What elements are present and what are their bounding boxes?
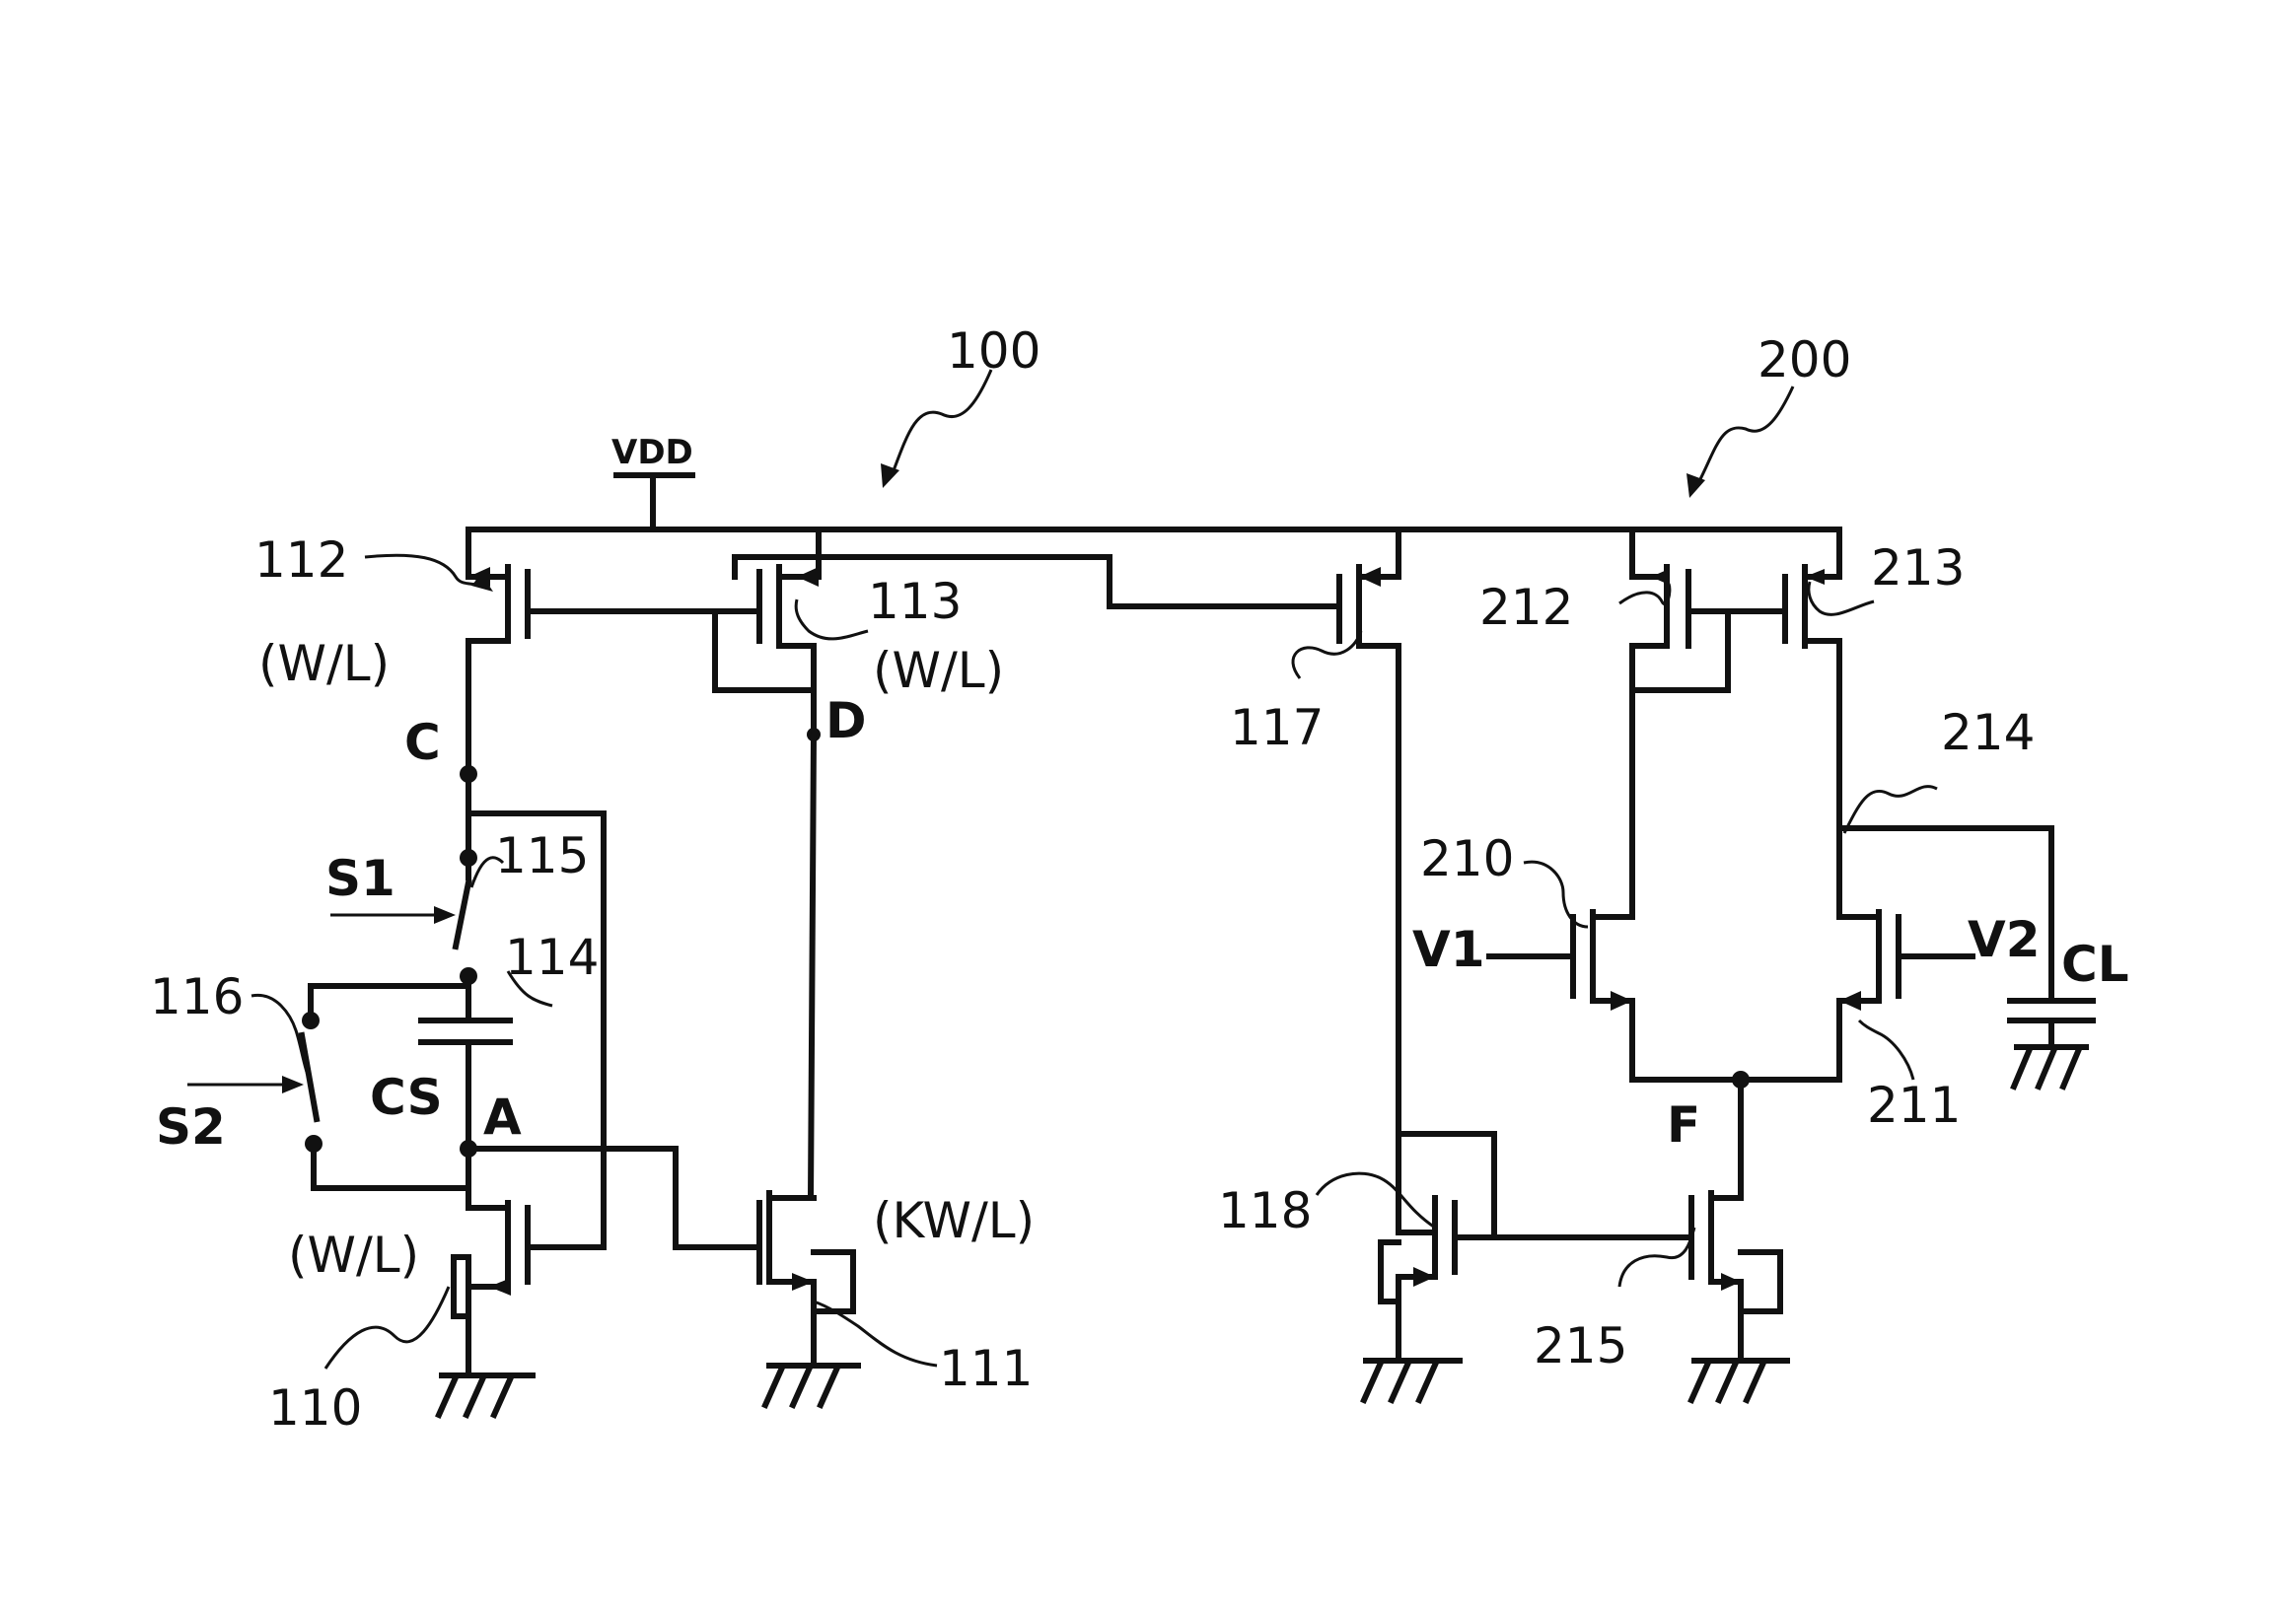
ref-115-label: 115 xyxy=(495,827,589,884)
vdd-label: VDD xyxy=(611,433,693,472)
ref-116-label: 116 xyxy=(150,968,244,1025)
node-a-label: A xyxy=(483,1089,522,1146)
ref-113-label: 113 xyxy=(868,573,962,630)
tail-node-f xyxy=(1632,1071,1839,1198)
ref-110-label: 110 xyxy=(268,1379,362,1437)
v1-label: V1 xyxy=(1412,921,1485,978)
wl-110-label: (W/L) xyxy=(288,1227,419,1284)
transistor-117 xyxy=(1110,529,1399,1134)
ref-112-label: 112 xyxy=(254,531,348,589)
ref-214-label: 214 xyxy=(1941,704,2035,761)
transistor-213 xyxy=(1785,529,1839,917)
capacitor-cl-label: CL xyxy=(2061,936,2129,993)
ref-100-label: 100 xyxy=(947,322,1040,380)
transistor-212 xyxy=(1632,529,1785,917)
ref-111-label: 111 xyxy=(939,1340,1033,1397)
transistor-215 xyxy=(1691,1193,1780,1361)
v2-label: V2 xyxy=(1968,911,2041,968)
capacitor-cs-label: CS xyxy=(370,1069,443,1126)
capacitor-cl xyxy=(2010,1001,2093,1087)
node-a xyxy=(460,1140,759,1247)
vdd-rail xyxy=(468,475,1839,529)
ref-114-label: 114 xyxy=(505,929,599,986)
transistor-112 xyxy=(468,529,730,774)
ref-211-label: 211 xyxy=(1867,1077,1961,1134)
transistor-211 xyxy=(1839,912,1973,1080)
ref-212-label: 212 xyxy=(1479,579,1573,636)
ground-215 xyxy=(1691,1361,1787,1400)
transistor-210 xyxy=(1489,912,1632,1080)
switch-s2-label: S2 xyxy=(156,1098,226,1156)
transistor-110 xyxy=(454,1203,604,1321)
node-d-label: D xyxy=(825,692,867,749)
transistor-111 xyxy=(759,1193,853,1366)
node-f-label: F xyxy=(1667,1096,1700,1154)
node-d-branch xyxy=(807,728,821,1198)
ref-117-label: 117 xyxy=(1230,699,1324,756)
ref-200-label: 200 xyxy=(1758,331,1851,388)
transistor-118 xyxy=(1381,1134,1691,1326)
ground-111 xyxy=(765,1366,858,1405)
ref-215-label: 215 xyxy=(1534,1317,1627,1374)
wl-113-label: (W/L) xyxy=(873,642,1004,699)
ref-118-label: 118 xyxy=(1218,1182,1312,1239)
switch-s1-label: S1 xyxy=(325,850,395,907)
ground-118 xyxy=(1364,1301,1460,1400)
ref-210-label: 210 xyxy=(1420,830,1514,887)
wl-112-label: (W/L) xyxy=(258,635,390,692)
kwl-111-label: (KW/L) xyxy=(873,1192,1035,1249)
node-c-label: C xyxy=(404,714,441,771)
transistor-113 xyxy=(715,529,1110,735)
ref-213-label: 213 xyxy=(1871,539,1965,597)
